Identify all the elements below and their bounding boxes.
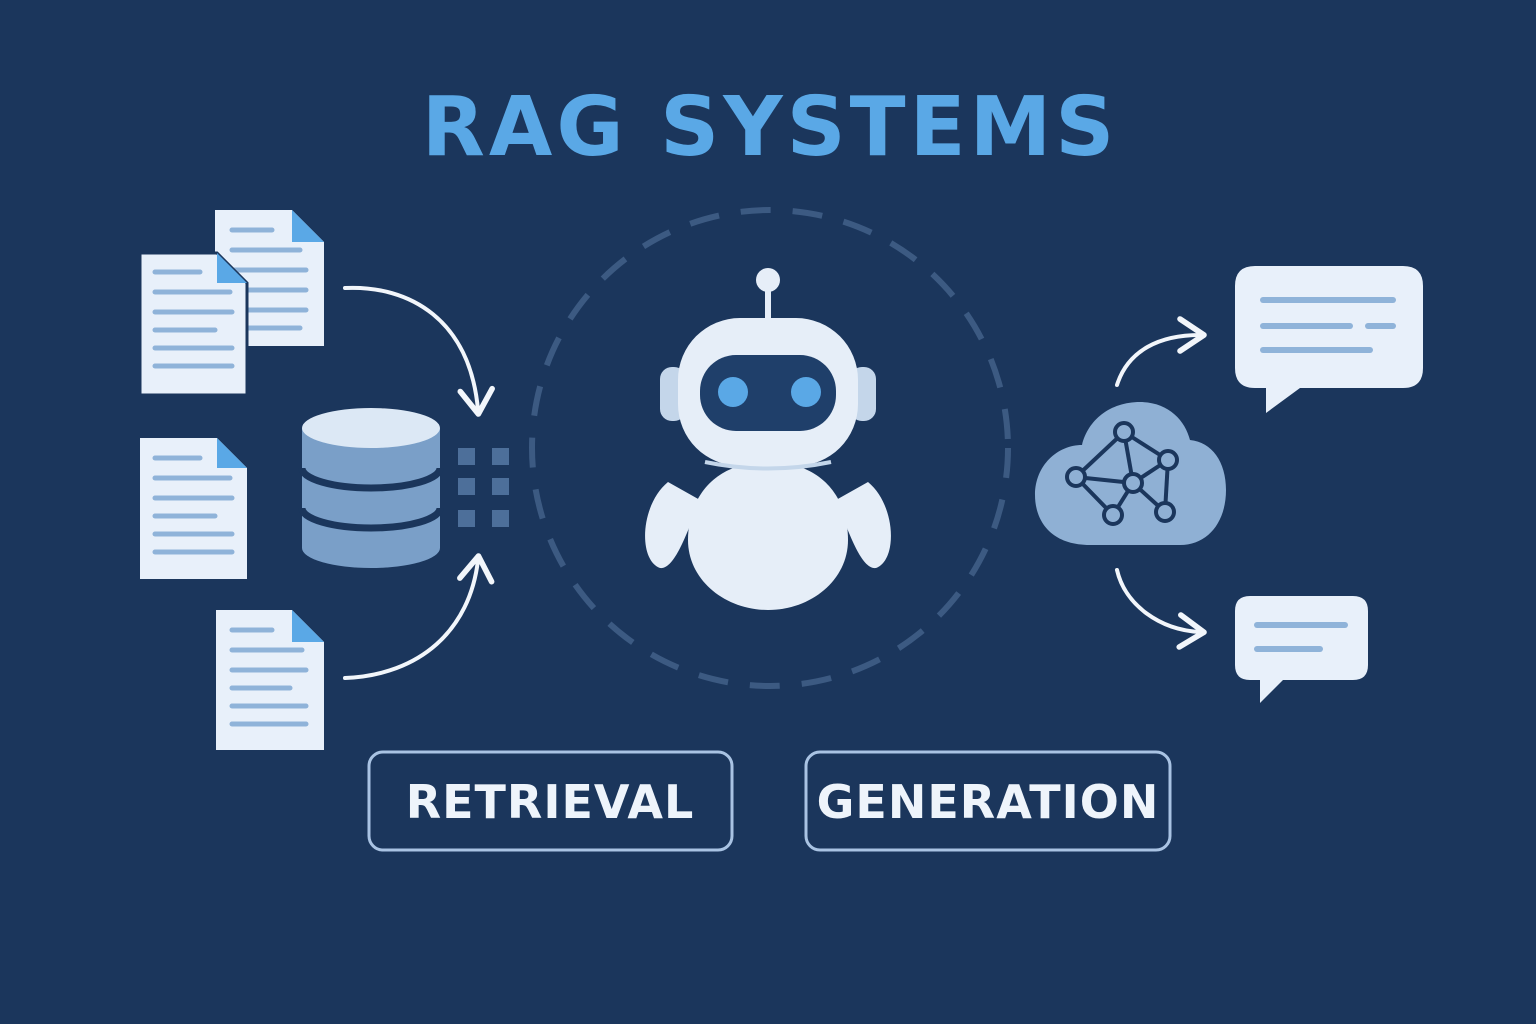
arrow [1115,316,1207,387]
knowledge-graph-cloud-icon [1035,402,1226,545]
arrow [343,285,495,417]
dashed-orbit-ring [529,207,1011,689]
embedding-grid-icon [458,448,509,527]
arrow [1115,568,1207,650]
retrieval-label: RETRIEVAL [406,775,695,829]
generation-box [804,750,1172,852]
robot-icon [645,268,891,610]
document-icon [140,438,247,579]
document-icon [138,251,249,397]
chat-bubble-icon [1235,266,1423,413]
arrow [343,553,495,680]
page-title: RAG SYSTEMS [422,80,1119,175]
generation-label: GENERATION [817,775,1160,829]
retrieval-box [367,750,734,852]
database-icon [298,408,444,568]
document-icon [216,610,324,750]
chat-bubble-icon [1235,596,1368,703]
